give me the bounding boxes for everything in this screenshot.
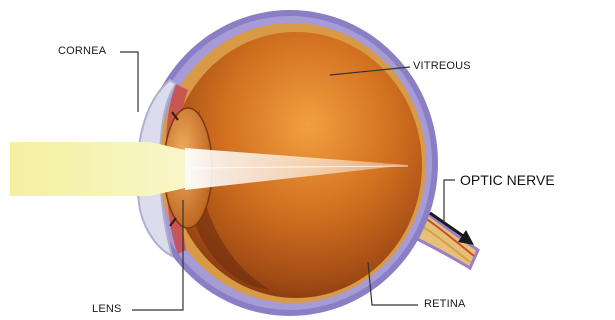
vitreous-label: VITREOUS [413,60,471,72]
optic-nerve-leader [444,180,455,222]
retina-label: RETINA [424,298,466,310]
light-beam [10,142,185,196]
optic-nerve-label: OPTIC NERVE [460,172,555,188]
lens-label: LENS [92,303,122,315]
cornea-label: CORNEA [58,45,106,57]
cornea-leader [120,52,138,112]
